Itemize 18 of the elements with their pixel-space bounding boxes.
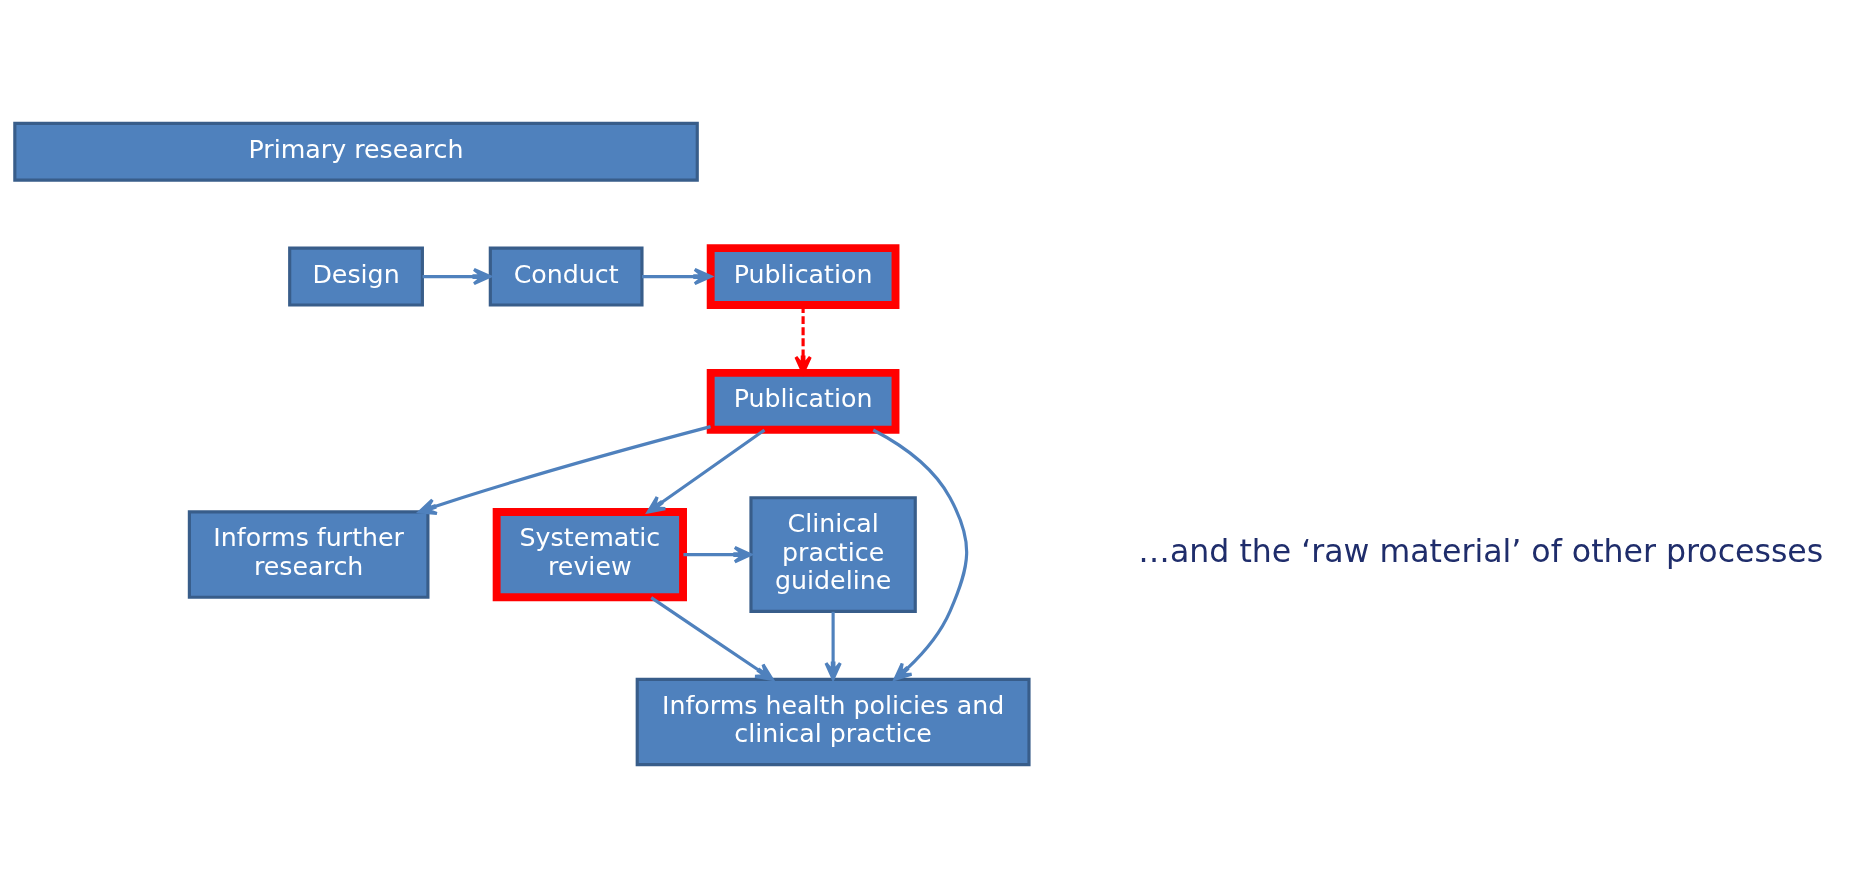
arrow: [646, 428, 766, 513]
arrow: [418, 424, 711, 515]
arrow: [872, 428, 969, 681]
arrow: [422, 267, 492, 285]
node-box: Informs further research: [187, 509, 430, 599]
arrow: [642, 267, 713, 285]
node-box: Conduct: [488, 246, 644, 307]
node-box: Publication: [706, 368, 900, 434]
node-box: Informs health policies and clinical practice: [635, 677, 1031, 766]
arrow: [824, 611, 842, 680]
node-box: Design: [288, 246, 424, 307]
label: …and the ‘raw material’ of other processes: [1138, 532, 1824, 569]
node-box: Primary research: [13, 121, 699, 182]
node-box: Publication: [706, 243, 900, 309]
arrow: [683, 545, 753, 563]
node-box: Systematic review: [492, 507, 687, 601]
node-box: Clinical practice guideline: [749, 495, 917, 613]
arrow: [650, 595, 774, 681]
